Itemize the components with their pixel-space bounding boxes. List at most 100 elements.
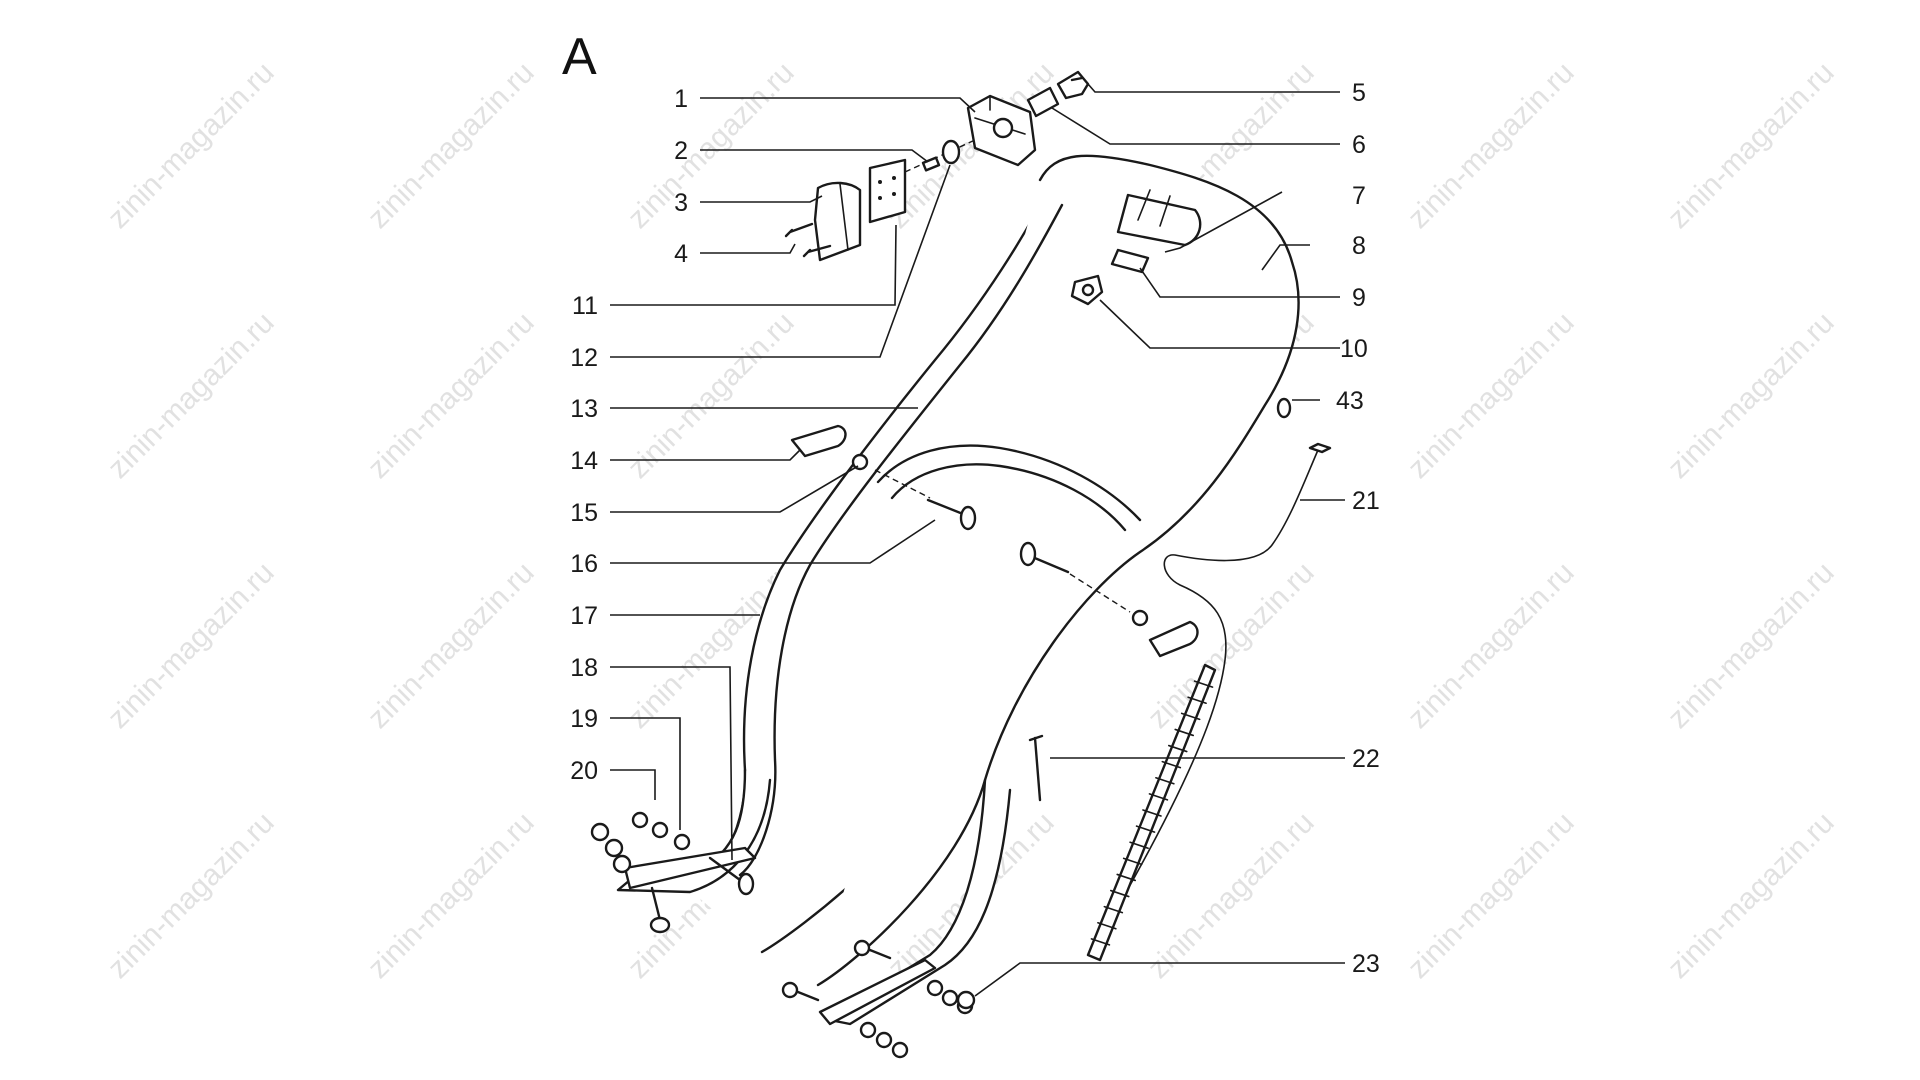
watermark-text: zinin-magazin.ru	[1142, 806, 1321, 985]
knob-washer-left	[851, 453, 869, 471]
callout-19: 19	[570, 705, 598, 733]
callout-23: 23	[1352, 950, 1380, 978]
callout-7: 7	[1352, 182, 1366, 210]
watermark-text: zinin-magazin.ru	[102, 306, 281, 485]
lever-hatch	[1137, 189, 1171, 227]
callout-21: 21	[1352, 487, 1380, 515]
mounting-plate	[868, 158, 907, 224]
left-bracket-plate	[623, 846, 757, 890]
watermark-text: zinin-magazin.ru	[362, 556, 541, 735]
sheath-rib	[1142, 809, 1162, 817]
callout-4: 4	[674, 240, 688, 268]
sheath-rib	[1090, 938, 1111, 946]
switch-cover-edge	[839, 183, 849, 251]
callout-5: 5	[1352, 79, 1366, 107]
callout-11: 11	[572, 292, 598, 320]
callout-13: 13	[570, 395, 598, 423]
handle-main-tube-inner	[816, 154, 1300, 987]
bolt-axis-left	[874, 469, 931, 499]
handle-crossbar	[876, 444, 1142, 532]
sheath-rib	[1167, 744, 1188, 753]
switch-cover	[813, 181, 862, 262]
mounting-plate-holes	[878, 176, 896, 200]
cable-tie-ring	[1276, 397, 1292, 419]
watermark-text: zinin-magazin.ru	[1662, 306, 1841, 485]
sheath-rib	[1193, 680, 1214, 688]
watermark-text: zinin-magazin.ru	[362, 306, 541, 485]
screw-lower	[802, 244, 832, 258]
switch-boss	[992, 117, 1014, 139]
callout-15: 15	[570, 499, 598, 527]
callout-17: 17	[570, 602, 598, 630]
screw-upper	[784, 222, 814, 238]
watermark-text: zinin-magazin.ru	[1662, 806, 1841, 985]
cable-sheath-ribs	[1090, 680, 1214, 946]
callout-2: 2	[674, 137, 688, 165]
spacer-sleeve	[921, 156, 941, 172]
carriage-bolt-left-head	[959, 505, 977, 531]
ignition-barrel	[1026, 86, 1060, 118]
callout-43: 43	[1336, 387, 1364, 415]
sheath-rib	[1155, 776, 1175, 785]
callout-10: 10	[1340, 335, 1368, 363]
sheath-rib	[1174, 728, 1195, 737]
parts-drawing	[590, 70, 1332, 1059]
throttle-cable	[1089, 449, 1319, 956]
watermark-text: zinin-magazin.ru	[1402, 56, 1581, 235]
callout-18: 18	[570, 654, 598, 682]
callout-3: 3	[674, 189, 688, 217]
callout-1: 1	[674, 85, 688, 113]
watermark-text: zinin-magazin.ru	[622, 56, 801, 235]
safety-key	[1056, 70, 1090, 100]
right-bracket-plate	[818, 958, 937, 1026]
callout-12: 12	[570, 344, 598, 372]
sheath-rib	[1103, 905, 1124, 914]
watermark-text: zinin-magazin.ru	[1662, 56, 1841, 235]
switch-washer	[941, 139, 961, 165]
watermark-text: zinin-magazin.ru	[102, 56, 281, 235]
callout-8: 8	[1352, 232, 1366, 260]
handle-knob-left	[790, 424, 847, 458]
callout-22: 22	[1352, 745, 1380, 773]
callout-9: 9	[1352, 284, 1366, 312]
lower-left-fasteners	[590, 811, 755, 934]
sheath-rib	[1187, 696, 1207, 705]
sheath-rib	[1122, 857, 1143, 866]
watermark-text: zinin-magazin.ru	[1402, 806, 1581, 985]
cable-end-fitting	[1308, 442, 1332, 454]
sheath-rib	[1180, 712, 1201, 721]
cable-tie	[1028, 734, 1044, 802]
sheath-rib	[1129, 841, 1149, 850]
pivot-hole	[1081, 283, 1095, 297]
knob-washer-right	[1131, 609, 1149, 627]
sheath-rib	[1097, 921, 1117, 930]
sheath-rib	[1109, 889, 1130, 898]
callout-16: 16	[570, 550, 598, 578]
carriage-bolt-right	[1028, 554, 1070, 574]
bolt-axis-right	[1069, 573, 1131, 613]
cable-nut	[956, 990, 976, 1010]
sheath-rib	[1161, 760, 1182, 769]
handle-knob-right	[1148, 620, 1199, 658]
watermark-text: zinin-magazin.ru	[622, 306, 801, 485]
carriage-bolt-right-head	[1019, 541, 1037, 567]
sheath-rib	[1148, 793, 1169, 801]
watermark-text: zinin-magazin.ru	[102, 556, 281, 735]
callout-6: 6	[1352, 131, 1366, 159]
watermark-text: zinin-magazin.ru	[362, 56, 541, 235]
watermark-text: zinin-magazin.ru	[102, 806, 281, 985]
sheath-rib	[1135, 825, 1156, 833]
callout-14: 14	[570, 447, 598, 475]
watermark-text: zinin-magazin.ru	[1402, 306, 1581, 485]
diagram-title: A	[562, 28, 597, 86]
watermark-text: zinin-magazin.ru	[1662, 556, 1841, 735]
leader-lines	[610, 83, 1345, 997]
assembly-axis-upper	[904, 139, 976, 173]
watermark-text: zinin-magazin.ru	[1402, 556, 1581, 735]
watermark-text: zinin-magazin.ru	[362, 806, 541, 985]
callout-labels: 1 2 3 4 5 6 7 8 9 10 11 12 13 14 15 16 1…	[570, 79, 1380, 978]
sheath-rib	[1116, 873, 1137, 882]
handle-main-tube-inner-left	[738, 203, 1064, 877]
